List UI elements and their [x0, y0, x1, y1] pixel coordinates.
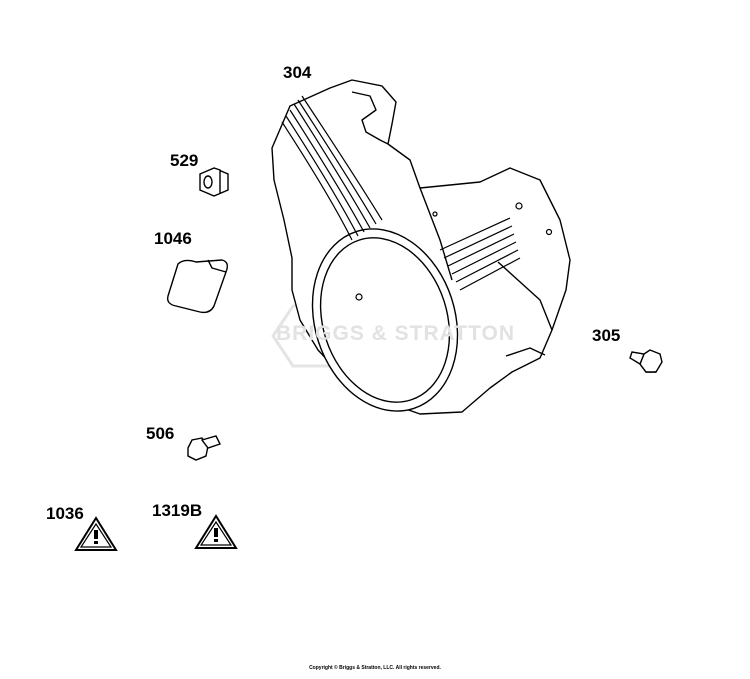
grommet-529	[199, 167, 229, 197]
part-label-1319b: 1319B	[152, 501, 203, 520]
warning-icon-1319b	[194, 514, 238, 549]
screw-305	[629, 349, 663, 373]
part-label-529: 529	[170, 151, 199, 170]
warning-icon-1036	[74, 516, 118, 551]
part-label-304: 304	[283, 63, 312, 82]
housing-holes	[355, 202, 553, 301]
blower-housing-304	[271, 79, 571, 415]
pad-1046	[166, 259, 229, 314]
watermark-text: BRIGGS & STRATTON	[276, 322, 516, 345]
part-label-1036: 1036	[46, 504, 84, 523]
screw-506	[187, 435, 221, 461]
housing-fins	[281, 95, 521, 291]
part-label-1046: 1046	[154, 229, 192, 248]
part-label-506: 506	[146, 424, 175, 443]
copyright-notice: Copyright © Briggs & Stratton, LLC. All …	[309, 665, 441, 671]
part-label-305: 305	[592, 326, 621, 345]
